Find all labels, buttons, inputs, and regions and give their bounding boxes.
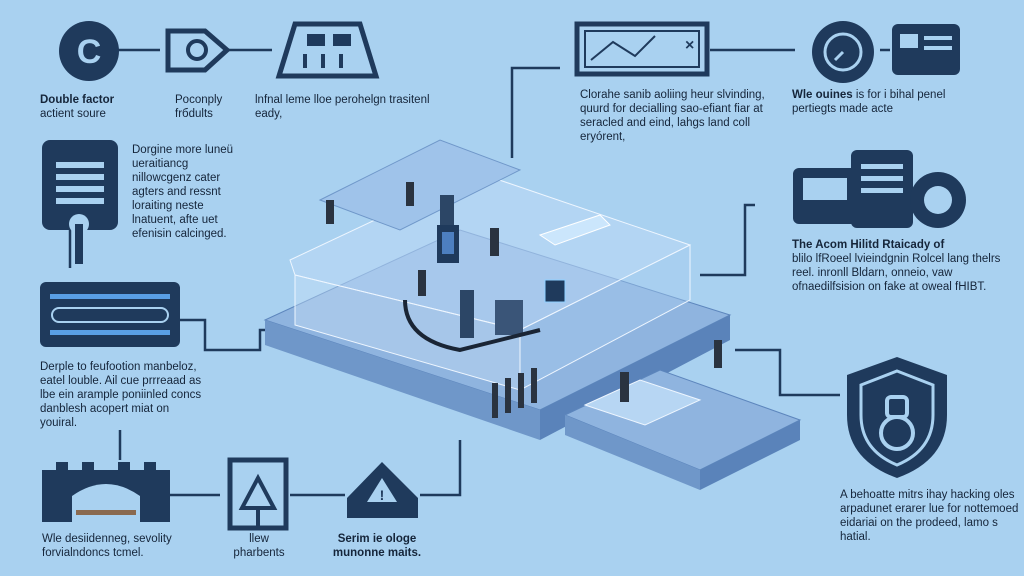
shield-lock-icon (847, 357, 947, 478)
monitor-map-icon: × (574, 21, 710, 77)
feature-body: Poconply frбdults (175, 94, 223, 120)
id-card-icon (892, 24, 960, 75)
server-lock-icon (42, 140, 118, 264)
feature-body: is for i bihal penel pertiegts made acte (792, 89, 946, 115)
device-shield-icon (793, 150, 966, 228)
door-arrow-icon (227, 457, 289, 531)
feature-title: The Acom Hilitd Rtaicady of (792, 239, 945, 251)
feature-body: blilo lfRoeel lvieindgnin Rolcel lang th… (792, 253, 1001, 293)
svg-text:!: ! (380, 487, 385, 503)
svg-text:×: × (685, 37, 694, 54)
feature-double-factor: Double factor actient soure (40, 93, 160, 121)
eye-tag-icon (165, 28, 231, 73)
feature-title: Wle ouines (792, 89, 853, 101)
feature-body: lnfnal leme lloe perohelgn trasitenl ead… (255, 94, 430, 120)
castle-gate-icon (42, 462, 170, 522)
feature-body: actient soure (40, 108, 106, 120)
feature-wle-ouines: Wle ouines is for i bihal penel pertiegt… (792, 88, 992, 116)
control-panel-icon (275, 21, 380, 79)
letter-c-icon: C (59, 21, 119, 81)
cable-panel-icon (40, 282, 180, 347)
warning-house-icon: ! (347, 462, 418, 518)
svg-text:C: C (77, 33, 102, 71)
feature-title: Double factor (40, 94, 115, 106)
feature-body: Dorgine more luneü ueraitiancg nillowcge… (132, 144, 234, 240)
feature-body: Derple to feufootion manbeloz, eatel lou… (40, 361, 202, 429)
feature-acom: The Acom Hilitd Rtaicady of blilo lfRoee… (792, 238, 1022, 294)
feature-body: Clorahe sanib aoliing heur slvinding, qu… (580, 89, 765, 143)
feature-body: A behoatte mitrs ihay hacking oles arpad… (840, 489, 1019, 543)
clock-globe-icon (812, 21, 874, 83)
feature-body: Wle desiidenneg, sevolity forvialndoncs … (42, 533, 172, 559)
feature-body: Serim ie ologe munonne maits. (332, 533, 422, 559)
feature-body: llew pharbents (233, 533, 285, 559)
